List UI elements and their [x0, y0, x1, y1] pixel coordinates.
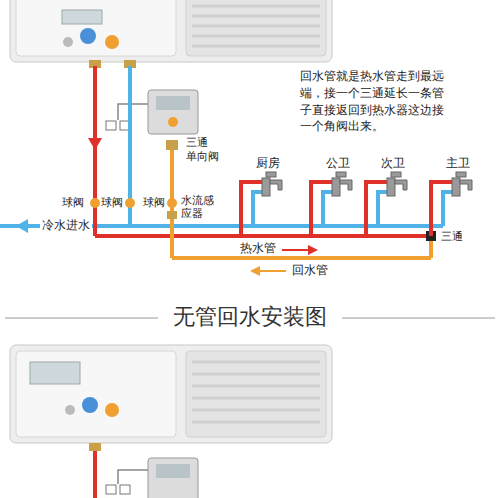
room-label: 厨房: [256, 156, 280, 172]
room-label: 次卫: [381, 156, 405, 172]
room-label: 公卫: [326, 156, 350, 172]
valve-label: 球阀: [143, 196, 165, 210]
pipe-label: 回水管: [292, 263, 328, 279]
part-label: 三通: [186, 136, 208, 150]
part-label: 三通: [439, 230, 465, 244]
sensor-label: 水流感应器: [181, 194, 216, 220]
room-label: 主卫: [446, 156, 470, 172]
part-label: 单向阀: [186, 150, 219, 164]
valve-label: 球阀: [101, 196, 123, 210]
valve-label: 球阀: [62, 196, 84, 210]
pipe-label: 热水管: [240, 241, 276, 257]
pipe-label: 冷水进水: [40, 218, 92, 234]
section-title: 无管回水安装图: [173, 303, 327, 332]
callout-note: 回水管就是热水管走到最远端，接一个三通延长一条管子直接返回到热水器这边接一个角阀…: [300, 68, 450, 135]
